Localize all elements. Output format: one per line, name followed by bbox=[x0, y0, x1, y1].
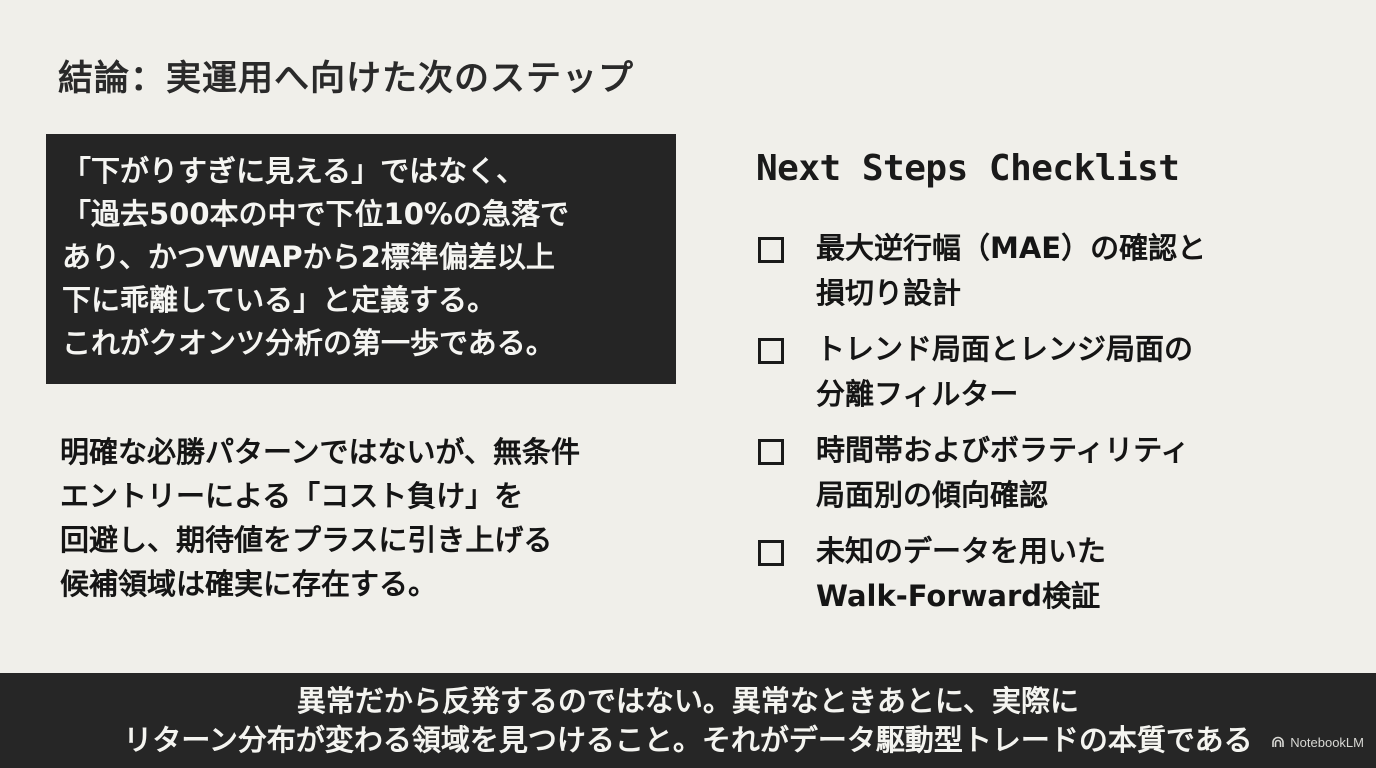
caption-bar: 異常だから反発するのではない。異常なときあとに、実際に リターン分布が変わる領域… bbox=[0, 673, 1376, 768]
caption-line: リターン分布が変わる領域を見つけること。それがデータ駆動型トレードの本質である bbox=[123, 723, 1253, 757]
definition-line: 「過去500本の中で下位10%の急落で bbox=[62, 197, 569, 231]
checkbox[interactable] bbox=[758, 237, 784, 263]
checklist-item-line: 損切り設計 bbox=[816, 276, 962, 310]
conclusion-text: 明確な必勝パターンではないが、無条件 エントリーによる「コスト負け」を 回避し、… bbox=[60, 430, 580, 606]
checklist-item-text: 時間帯およびボラティリティ 局面別の傾向確認 bbox=[816, 428, 1190, 518]
watermark-label: NotebookLM bbox=[1290, 735, 1364, 750]
notebooklm-logo-icon bbox=[1272, 736, 1285, 747]
checklist-item-line: 未知のデータを用いた bbox=[816, 534, 1107, 568]
checklist-item-line: 局面別の傾向確認 bbox=[816, 478, 1049, 512]
conclusion-line: エントリーによる「コスト負け」を bbox=[60, 479, 524, 513]
caption-line: 異常だから反発するのではない。異常なときあとに、実際に bbox=[296, 684, 1080, 718]
checklist-item-walk-forward: 未知のデータを用いた Walk-Forward検証 bbox=[758, 529, 1318, 619]
checklist-item-line: 分離フィルター bbox=[816, 377, 1019, 411]
watermark: NotebookLM bbox=[1271, 723, 1364, 762]
checklist-title: Next Steps Checklist bbox=[756, 148, 1180, 189]
checkbox[interactable] bbox=[758, 540, 784, 566]
checkbox[interactable] bbox=[758, 338, 784, 364]
definition-box: 「下がりすぎに見える」ではなく、 「過去500本の中で下位10%の急落で あり、… bbox=[46, 134, 676, 384]
checklist-item-text: 最大逆行幅（MAE）の確認と 損切り設計 bbox=[816, 226, 1206, 316]
checklist-item-volatility: 時間帯およびボラティリティ 局面別の傾向確認 bbox=[758, 428, 1318, 518]
checklist-item-text: トレンド局面とレンジ局面の 分離フィルター bbox=[816, 327, 1193, 417]
conclusion-line: 候補領域は確実に存在する。 bbox=[60, 567, 438, 601]
conclusion-line: 明確な必勝パターンではないが、無条件 bbox=[60, 435, 580, 469]
checklist-item-line: 時間帯およびボラティリティ bbox=[816, 433, 1190, 467]
conclusion-line: 回避し、期待値をプラスに引き上げる bbox=[60, 523, 553, 557]
checklist: 最大逆行幅（MAE）の確認と 損切り設計 トレンド局面とレンジ局面の 分離フィル… bbox=[758, 226, 1318, 630]
checklist-item-text: 未知のデータを用いた Walk-Forward検証 bbox=[816, 529, 1106, 619]
checklist-item-line: トレンド局面とレンジ局面の bbox=[816, 332, 1194, 366]
checkbox[interactable] bbox=[758, 439, 784, 465]
checklist-item-mae: 最大逆行幅（MAE）の確認と 損切り設計 bbox=[758, 226, 1318, 316]
definition-line: これがクオンツ分析の第一歩である。 bbox=[62, 326, 555, 360]
definition-line: 「下がりすぎに見える」ではなく、 bbox=[62, 154, 526, 188]
checklist-item-trend-range: トレンド局面とレンジ局面の 分離フィルター bbox=[758, 327, 1318, 417]
definition-line: 下に乖離している」と定義する。 bbox=[62, 283, 497, 317]
checklist-item-line: 最大逆行幅（MAE）の確認と bbox=[816, 231, 1207, 265]
checklist-item-line: Walk-Forward検証 bbox=[816, 579, 1101, 613]
slide-title: 結論：実運用へ向けた次のステップ bbox=[58, 59, 635, 99]
definition-line: あり、かつVWAPから2標準偏差以上 bbox=[62, 240, 555, 274]
